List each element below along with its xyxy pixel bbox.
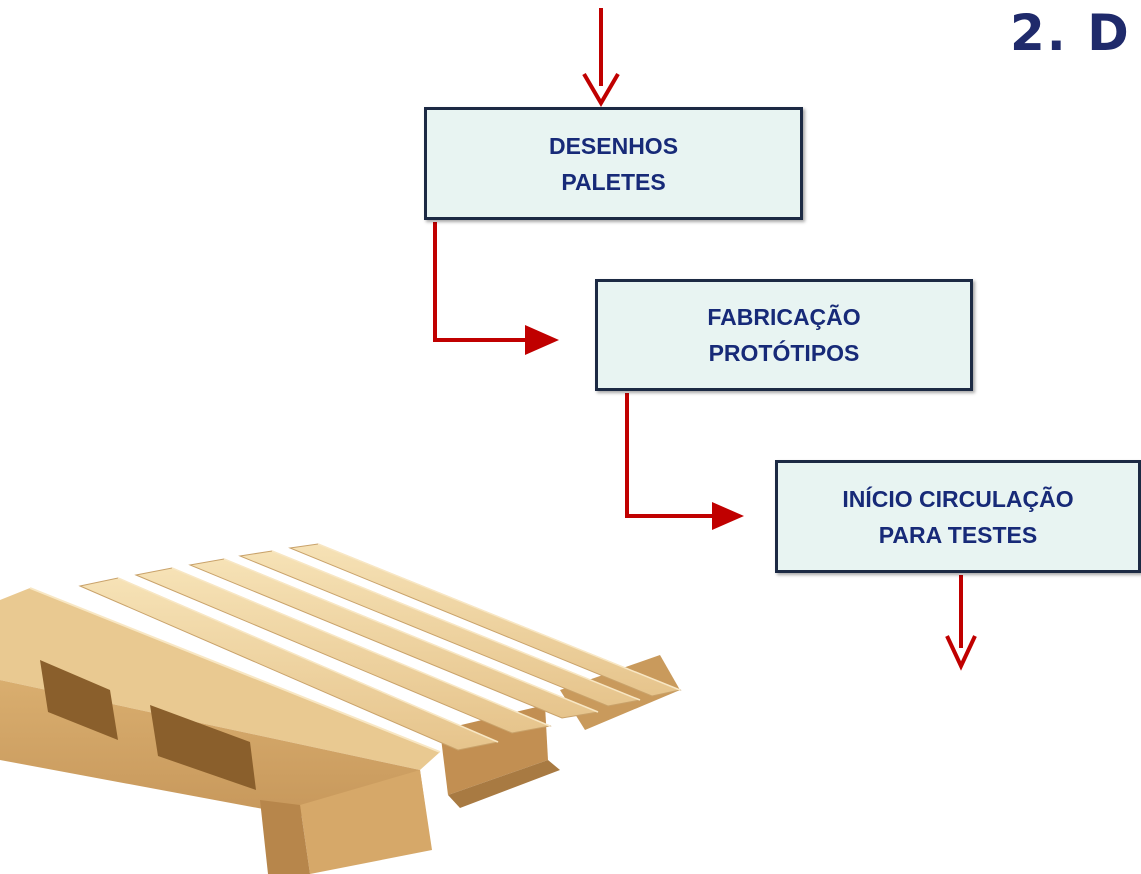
- box-inicio-line1: INÍCIO CIRCULAÇÃO: [842, 485, 1074, 512]
- box-inicio-line2: PARA TESTES: [878, 521, 1038, 548]
- connector-fabricacao-to-inicio: [625, 393, 744, 530]
- connector-top-arrow: [582, 8, 620, 107]
- box-fabricacao-line1: FABRICAÇÃO: [707, 304, 861, 330]
- connector-desenhos-to-fabricacao: [433, 222, 559, 355]
- box-desenhos-line1: DESENHOS: [548, 132, 679, 159]
- box-fabricacao-prototipos: FABRICAÇÃO PROTÓTIPOS: [595, 279, 973, 391]
- section-heading: 2. D: [1010, 4, 1131, 62]
- box-fabricacao-line2: PROTÓTIPOS: [708, 340, 860, 366]
- connector-bottom-arrow: [945, 575, 977, 671]
- wooden-pallet-image: [0, 543, 682, 874]
- box-desenhos-paletes: DESENHOS PALETES: [424, 107, 803, 220]
- box-desenhos-line2: PALETES: [561, 168, 666, 195]
- box-inicio-circulacao: INÍCIO CIRCULAÇÃO PARA TESTES: [775, 460, 1141, 573]
